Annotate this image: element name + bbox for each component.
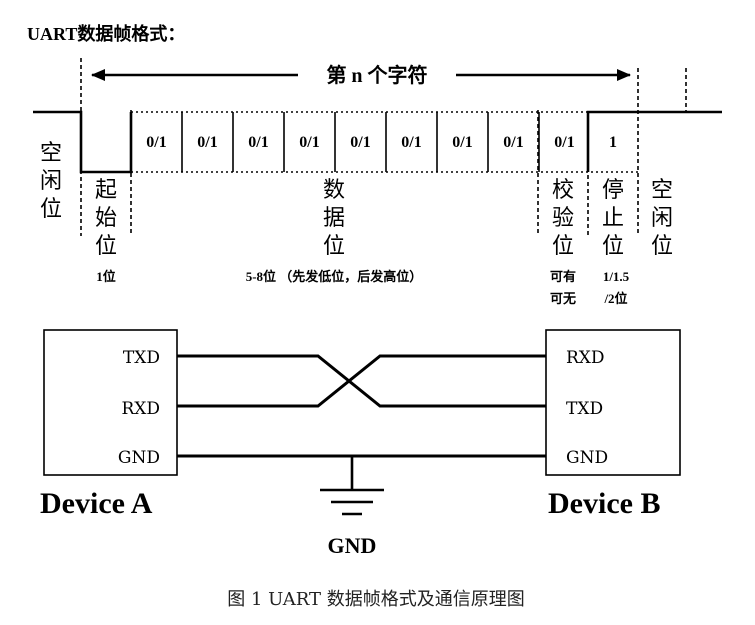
svg-text:可无: 可无 [550, 291, 576, 306]
character-span-label: 第 n 个字符 [326, 63, 427, 87]
bit-cell-value: 0/1 [401, 134, 421, 151]
svg-text:闲: 闲 [651, 206, 673, 231]
device-b-pin-txd: TXD [566, 399, 603, 419]
device-a-pin-rxd: RXD [121, 399, 160, 419]
device-a-box [43, 329, 178, 476]
svg-text:位: 位 [323, 234, 345, 259]
bit-cell-value: 0/1 [146, 134, 166, 151]
device-a-pin-txd: TXD [123, 348, 160, 368]
data-bits-note: 5-8位 （先发低位，后发高位） [246, 269, 423, 284]
label-idle-left: 空 闲 位 [40, 141, 62, 222]
wire-rxd-to-txd [177, 354, 546, 408]
bit-cell-value: 0/1 [248, 134, 268, 151]
bit-cell-value: 0/1 [197, 134, 217, 151]
bit-cell-value: 0/1 [554, 134, 574, 151]
label-stop-bit: 停 止 位 [602, 178, 624, 259]
label-idle-right: 空 闲 位 [651, 178, 673, 259]
svg-text:空: 空 [651, 178, 673, 203]
cross-wires [177, 354, 546, 458]
svg-text:/2位: /2位 [603, 291, 627, 306]
device-b-pin-rxd: RXD [566, 348, 605, 368]
wire-txd-to-rxd [177, 354, 546, 408]
heading: UART数据帧格式： [27, 23, 185, 44]
figure-caption: 图 1 UART 数据帧格式及通信原理图 [227, 589, 524, 610]
device-b: RXD TXD GND Device B [545, 329, 681, 520]
bit-cell-value: 0/1 [299, 134, 319, 151]
bit-cell-value: 0/1 [350, 134, 370, 151]
svg-text:位: 位 [95, 234, 117, 259]
bit-cell-value: 0/1 [452, 134, 472, 151]
svg-text:位: 位 [40, 197, 62, 222]
svg-text:数: 数 [323, 178, 345, 203]
svg-text:止: 止 [602, 206, 624, 231]
svg-text:始: 始 [95, 206, 117, 231]
svg-text:位: 位 [602, 234, 624, 259]
svg-text:位: 位 [651, 234, 673, 259]
start-bit-note: 1位 [96, 269, 116, 284]
parity-bit-note: 可有 可无 [550, 269, 576, 306]
device-a: TXD RXD GND Device A [40, 329, 178, 520]
bit-cell-value: 0/1 [503, 134, 523, 151]
waveform [33, 110, 722, 174]
svg-text:1/1.5: 1/1.5 [603, 269, 630, 284]
stop-bit-note: 1/1.5 /2位 [603, 269, 630, 306]
device-a-pin-gnd: GND [118, 448, 160, 468]
svg-text:据: 据 [323, 206, 345, 231]
svg-text:停: 停 [602, 178, 624, 203]
ground-label: GND [328, 533, 377, 558]
svg-text:起: 起 [95, 178, 117, 203]
ground-symbol [320, 456, 384, 516]
svg-text:空: 空 [40, 141, 62, 166]
svg-text:验: 验 [552, 206, 574, 231]
label-start-bit: 起 始 位 [95, 178, 117, 259]
device-b-box [545, 329, 681, 476]
character-span-arrow: 第 n 个字符 [91, 63, 631, 87]
svg-text:闲: 闲 [40, 169, 62, 194]
device-a-name: Device A [40, 487, 153, 520]
bit-cells: 0/1 0/1 0/1 0/1 0/1 0/1 0/1 0/1 0/1 [131, 111, 640, 173]
stop-bit-value: 1 [609, 134, 617, 151]
svg-text:位: 位 [552, 234, 574, 259]
device-b-pin-gnd: GND [566, 448, 608, 468]
label-parity-bit: 校 验 位 [552, 178, 574, 259]
label-data-bits: 数 据 位 [323, 178, 345, 259]
svg-text:可有: 可有 [550, 269, 576, 284]
svg-text:校: 校 [552, 178, 574, 203]
device-b-name: Device B [548, 487, 660, 520]
